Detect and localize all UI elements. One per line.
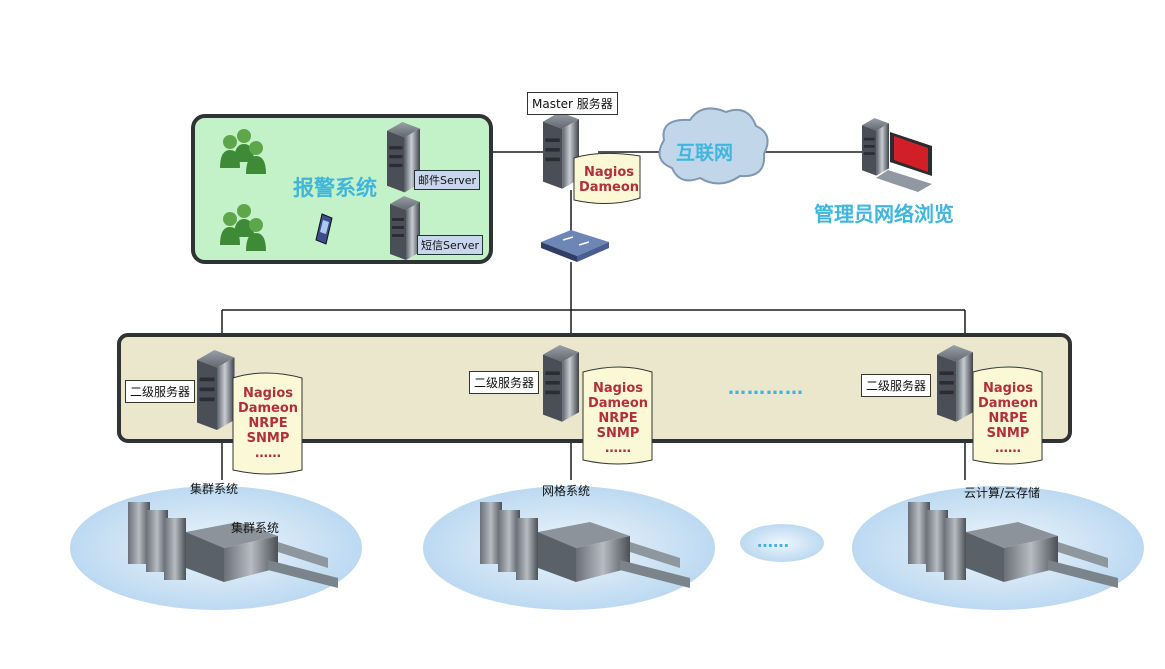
grid-system-label: 网格系统 — [542, 484, 591, 498]
internet-label: 互联网 — [676, 142, 734, 164]
cluster-system-inner-label: 集群系统 — [231, 521, 280, 535]
agent-note — [232, 372, 303, 475]
agent-item: SNMP — [986, 426, 1030, 441]
secondary-agent-list: Nagios Dameon NRPE SNMP …… — [586, 381, 650, 456]
sms-server-label: 短信Server — [417, 235, 484, 255]
internet-cloud-icon — [658, 107, 769, 185]
mobile-phone-icon — [315, 213, 333, 245]
agent-item: SNMP — [596, 426, 640, 441]
secondary-server-icon — [543, 345, 579, 422]
agent-item: Nagios — [242, 386, 294, 401]
agent-item: SNMP — [246, 431, 290, 446]
secondary-server-label: 二级服务器 — [469, 371, 540, 394]
agent-item: Nagios — [592, 381, 644, 396]
agent-item: Dameon — [237, 401, 299, 416]
agent-note — [972, 366, 1043, 465]
agent-item: NRPE — [248, 416, 288, 431]
agent-note — [582, 366, 653, 465]
master-agent-note — [573, 152, 641, 205]
cluster-system-label: 集群系统 — [190, 482, 239, 496]
cloud-system-label: 云计算/云存储 — [964, 486, 1041, 500]
agent-item: Dameon — [578, 180, 640, 195]
secondary-server-label: 二级服务器 — [125, 380, 196, 403]
sms-server-icon — [390, 196, 420, 260]
agent-item: …… — [255, 446, 281, 461]
secondary-agent-list: Nagios Dameon NRPE SNMP …… — [976, 381, 1040, 456]
agent-item: …… — [995, 441, 1021, 456]
secondary-server-label: 二级服务器 — [861, 374, 932, 397]
agent-item: NRPE — [598, 411, 638, 426]
master-agent-list: Nagios Dameon — [578, 165, 640, 195]
agent-item: Nagios — [982, 381, 1034, 396]
secondary-server-icon — [197, 350, 235, 430]
secondary-agent-list: Nagios Dameon NRPE SNMP …… — [236, 386, 300, 461]
admin-browse-label: 管理员网络浏览 — [814, 202, 954, 226]
agent-item: …… — [605, 441, 631, 456]
master-server-label: Master 服务器 — [527, 92, 618, 115]
alarm-system-title: 报警系统 — [293, 176, 377, 200]
more-ellipse — [740, 524, 824, 562]
secondary-ellipsis: ………… — [728, 378, 804, 399]
mail-server-label: 邮件Server — [414, 170, 481, 190]
cluster-ellipsis: …… — [757, 532, 789, 551]
network-switch-icon — [541, 230, 609, 262]
agent-item: Dameon — [977, 396, 1039, 411]
agent-item: NRPE — [988, 411, 1028, 426]
agent-item: Nagios — [583, 165, 635, 180]
agent-item: Dameon — [587, 396, 649, 411]
admin-computer-icon — [862, 118, 932, 192]
secondary-server-icon — [937, 345, 973, 422]
